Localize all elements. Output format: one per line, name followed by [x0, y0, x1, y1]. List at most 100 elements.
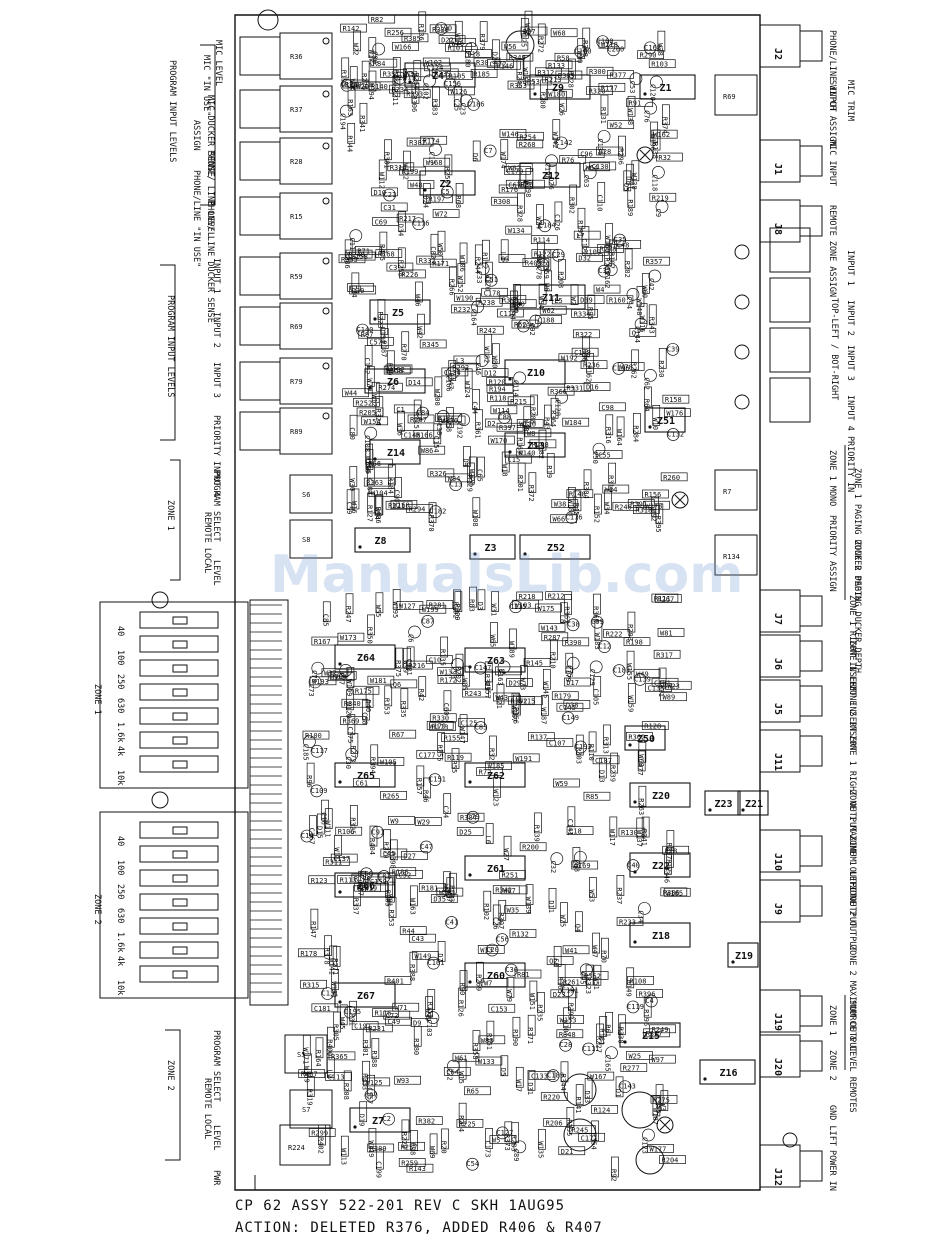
resistor-outline	[386, 350, 395, 372]
component-designator: R131	[599, 107, 607, 124]
component-designator: R258	[396, 260, 404, 277]
component: R105	[446, 70, 473, 80]
component-designator: R253	[387, 910, 395, 927]
component-designator: D2	[487, 420, 495, 428]
component-designator: R101	[447, 44, 464, 52]
component-designator: D5	[499, 1068, 507, 1076]
component-designator: R287	[544, 634, 561, 642]
component-designator: W18	[500, 464, 508, 477]
component-designator: R305	[332, 1024, 340, 1041]
resistor-outline	[335, 826, 363, 836]
component-designator: Q4	[573, 924, 581, 932]
component-designator: C60	[442, 703, 450, 716]
jack-housing	[759, 589, 801, 633]
component-designator: R211	[391, 89, 399, 106]
component: D39	[577, 295, 605, 305]
component-designator: W23	[667, 682, 680, 690]
pot-designator: R69	[723, 93, 736, 101]
component-designator: W47	[591, 945, 599, 958]
component-designator: R291	[357, 884, 374, 892]
ic-designator: Z5	[392, 308, 404, 319]
resistor-outline	[347, 283, 374, 292]
component-designator: C96	[580, 151, 593, 159]
component-designator: W50	[436, 243, 444, 256]
component-designator: W197	[510, 705, 518, 722]
component-designator: R138	[651, 142, 659, 159]
component: R90	[458, 970, 468, 995]
component-designator: R183	[447, 885, 455, 902]
component: C55	[595, 450, 623, 459]
component: R238	[475, 297, 503, 307]
component: L4	[571, 847, 581, 868]
assembly-revision-line: CP 62 ASSY 522-201 REV C SKH 1AUG95	[235, 1198, 566, 1214]
left-label-assign: ASSIGN	[191, 120, 201, 151]
component-designator: R346	[662, 866, 670, 883]
component-designator: R151	[485, 1033, 493, 1050]
eq-frame	[99, 601, 249, 789]
ic-pin1-dot	[648, 425, 652, 429]
resistor-outline	[322, 601, 331, 623]
component: R279	[382, 829, 391, 859]
component-designator: R188	[370, 1050, 378, 1067]
component: R374	[660, 104, 670, 134]
component: C29	[551, 248, 565, 262]
resistor-outline	[399, 269, 426, 279]
component: R319	[305, 1076, 315, 1106]
jack-housing	[759, 139, 801, 183]
resistor-outline	[513, 694, 521, 716]
component-designator: W11	[332, 847, 340, 860]
component-designator: C74	[350, 285, 358, 298]
capacitor-outline	[475, 354, 489, 367]
component: C62	[642, 369, 657, 390]
component-designator: W42	[415, 326, 423, 339]
component-designator: R139	[532, 825, 540, 842]
component-designator: W68	[553, 30, 566, 38]
component-designator: R296	[616, 148, 624, 165]
component-designator: R266	[447, 279, 455, 296]
pot-pin	[322, 37, 330, 45]
jack-designator: J9	[772, 903, 783, 915]
component: C181	[311, 1003, 339, 1013]
component: R254	[517, 131, 544, 141]
component-designator: R384	[460, 814, 477, 822]
component: C119	[626, 1000, 644, 1014]
resistor-outline	[341, 698, 369, 708]
component-designator: C151	[429, 776, 446, 784]
component: C65	[476, 456, 486, 482]
resistor-outline	[370, 58, 398, 68]
component-designator: R130	[621, 829, 638, 837]
component-designator: W120	[483, 274, 491, 291]
switch-designator: S8	[302, 536, 310, 544]
component: R331	[563, 383, 591, 393]
component: R42	[417, 676, 427, 701]
component: R385	[401, 33, 429, 43]
component-designator: R103	[651, 61, 668, 69]
component-designator: C167	[307, 828, 315, 845]
component-designator: Q2	[549, 958, 557, 966]
component: R204	[659, 1155, 686, 1165]
component-designator: C76	[643, 110, 651, 123]
component-designator: R113	[340, 876, 357, 884]
component-designator: W200	[433, 389, 441, 406]
component-designator: R170	[354, 875, 371, 883]
component: W33	[477, 945, 505, 954]
ic-designator: Z16	[720, 1068, 738, 1079]
component-designator: W108	[471, 510, 479, 527]
component: R230	[657, 348, 667, 377]
component-designator: C110	[596, 194, 604, 211]
resistor-outline	[416, 765, 425, 787]
capacitor-outline	[382, 1112, 395, 1126]
component-designator: W88	[535, 254, 543, 267]
component-designator: C197	[354, 1023, 371, 1031]
component-designator: C181	[314, 1005, 331, 1013]
capacitor-outline	[644, 101, 657, 115]
component-designator: R205	[359, 409, 376, 417]
left-label-level-1: LEVEL	[211, 560, 221, 586]
component: W113	[339, 1135, 349, 1165]
component-designator: R164	[314, 1050, 322, 1067]
component: C14	[300, 829, 314, 843]
component-designator: R45	[572, 503, 580, 516]
resistor-outline	[612, 501, 640, 511]
resistor-outline	[641, 816, 650, 838]
resistor-outline	[596, 1023, 604, 1045]
